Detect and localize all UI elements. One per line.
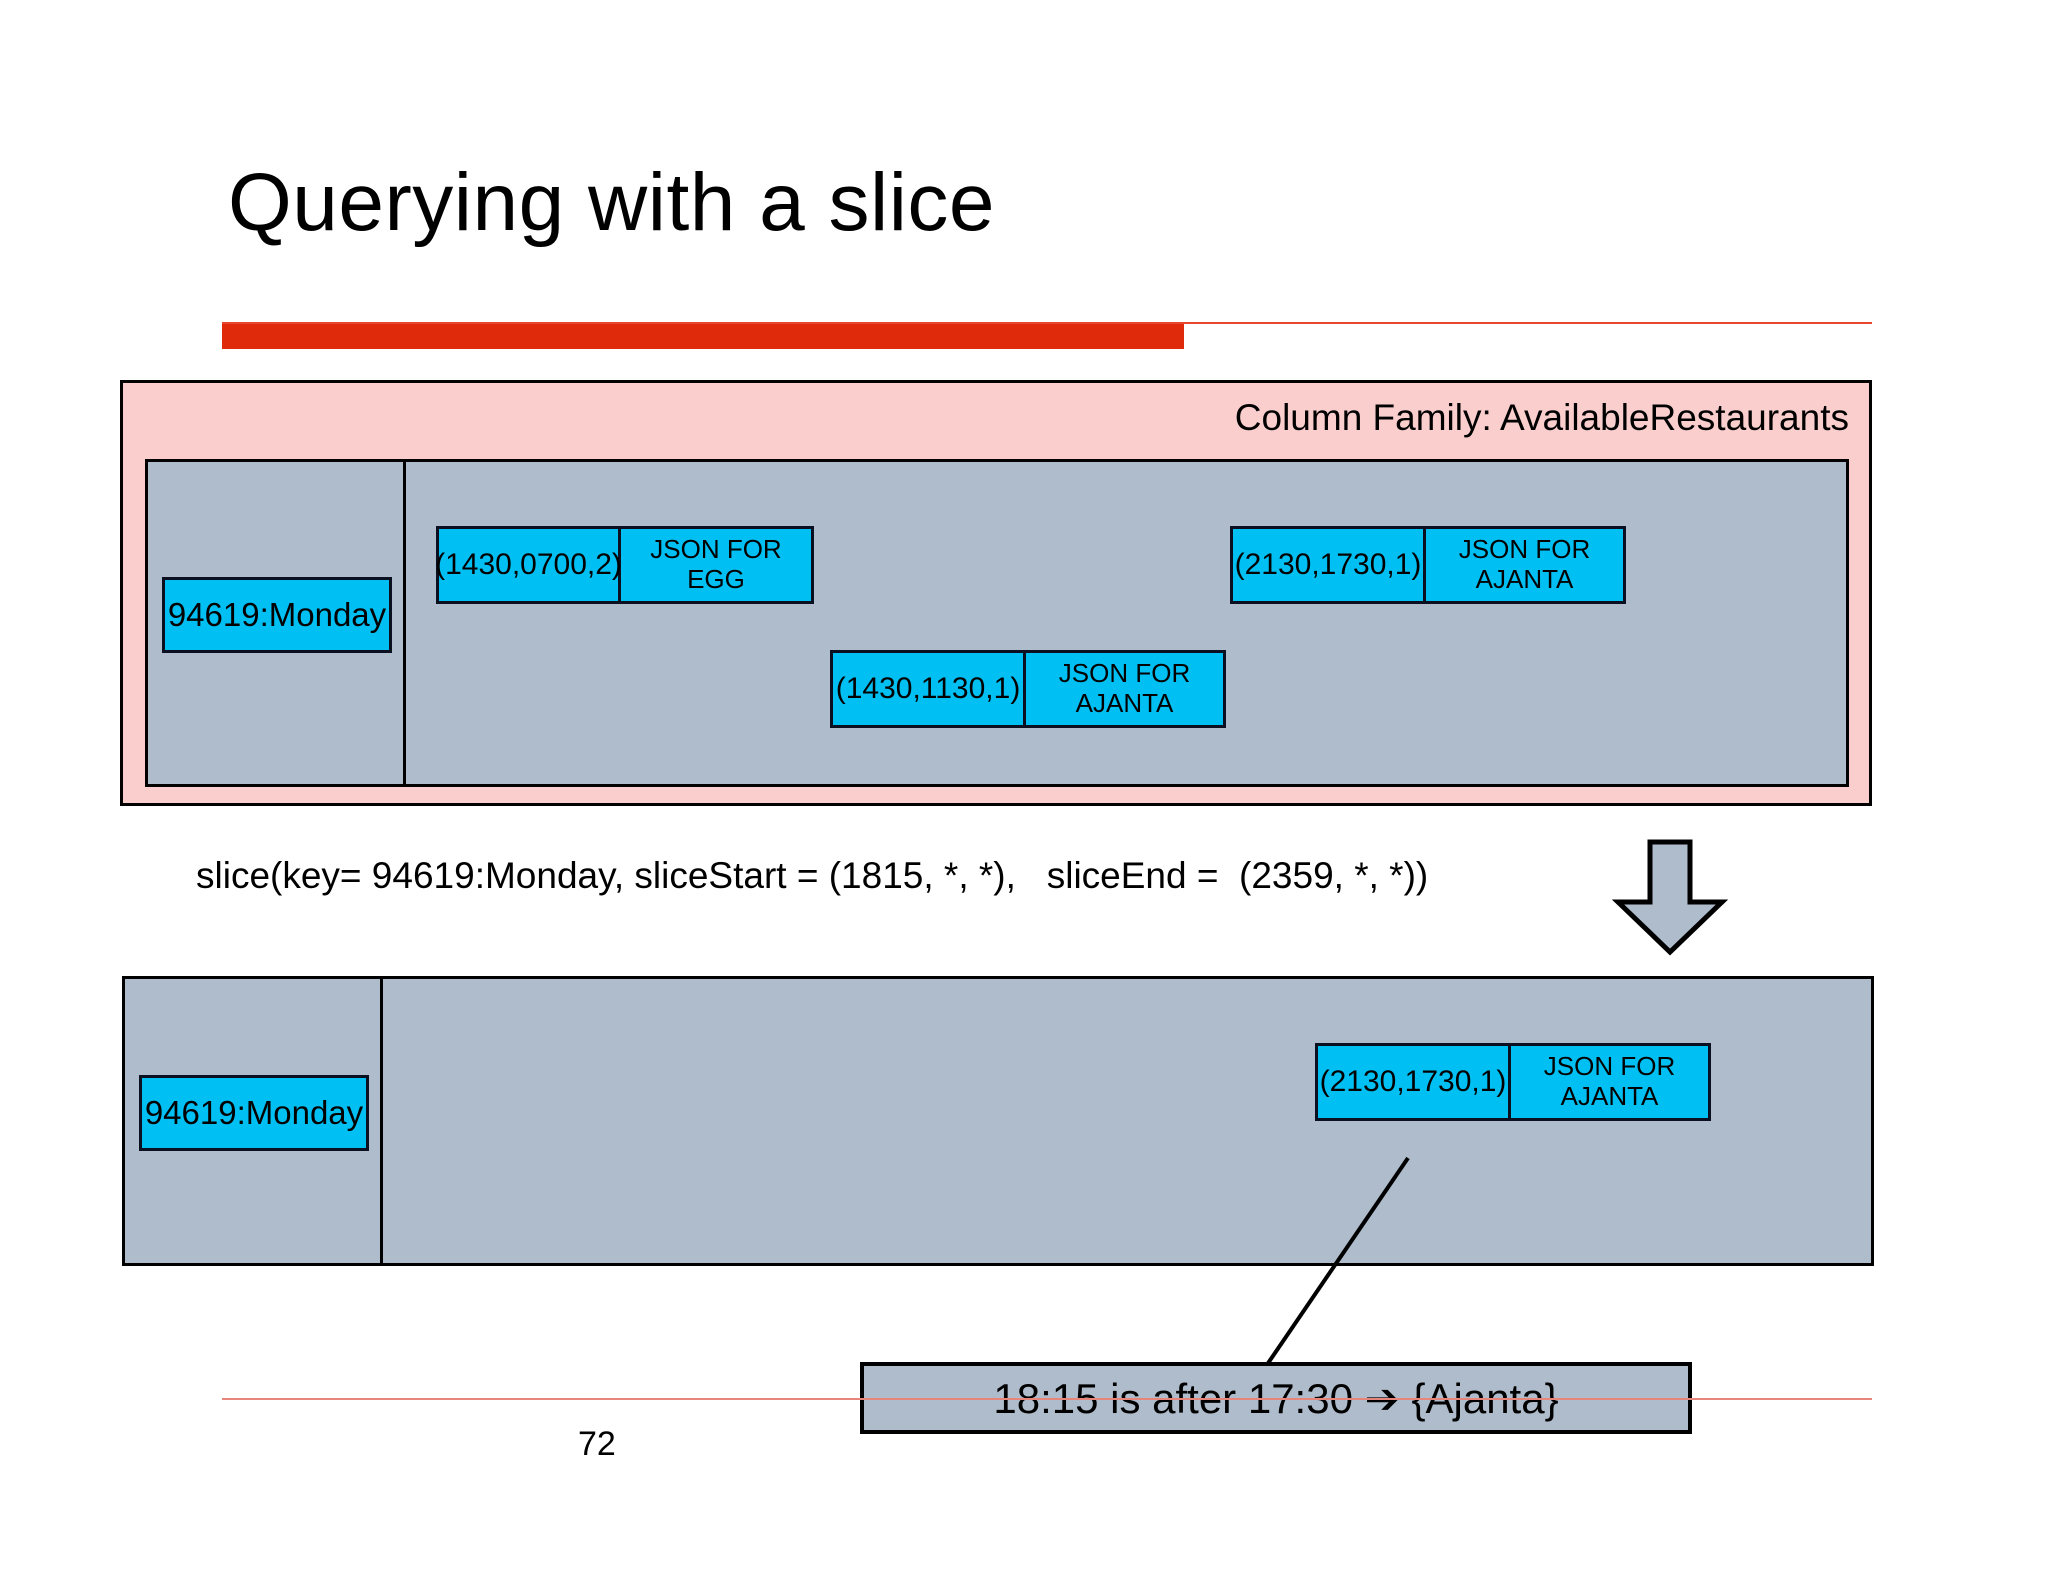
row-key-cell[interactable]: 94619:Monday (162, 577, 392, 653)
title-underline-thin (222, 322, 1872, 324)
result-column-cell-name: (2130,1730,1) (1318, 1046, 1512, 1118)
column-family-panel: Column Family: AvailableRestaurants 9461… (120, 380, 1872, 806)
key-column-divider (380, 979, 383, 1263)
result-row-key-cell[interactable]: 94619:Monday (139, 1075, 369, 1151)
column-cell-name: (1430,0700,2) (435, 529, 622, 601)
title-underline-accent (222, 324, 1184, 349)
page-title: Querying with a slice (228, 157, 996, 248)
column-family-label: Column Family: AvailableRestaurants (1234, 397, 1849, 438)
column-cell-name: (1430,1130,1) (833, 653, 1027, 725)
down-arrow-icon (1610, 836, 1730, 956)
key-column-divider (403, 462, 406, 784)
column-cell-name: (2130,1730,1) (1233, 529, 1427, 601)
slice-query-text: slice(key= 94619:Monday, sliceStart = (1… (196, 855, 1429, 896)
footer-divider (222, 1398, 1872, 1400)
page-number: 72 (578, 1425, 616, 1463)
